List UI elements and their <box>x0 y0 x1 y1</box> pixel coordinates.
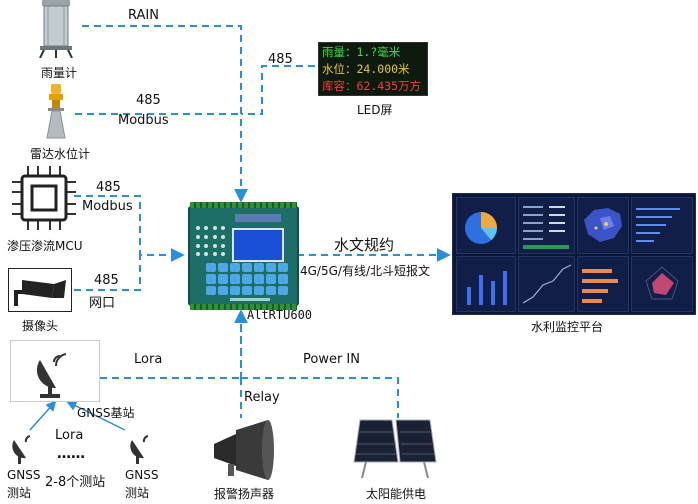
rtu-label: AltRTU600 <box>247 308 313 322</box>
radar-modbus-label: Modbus <box>118 113 169 128</box>
gnss-link-right <box>66 400 126 431</box>
rain-gauge-icon <box>39 0 73 58</box>
relay-label: Relay <box>244 390 280 405</box>
power-line <box>241 377 399 418</box>
solar-panel-icon <box>353 419 437 479</box>
channels-label: 4G/5G/有线/北斗短报文 <box>300 264 430 278</box>
gnss-station-left-line1: GNSS <box>7 468 41 482</box>
mcu-485-label: 485 <box>96 180 121 195</box>
line-chart-icon <box>522 264 572 304</box>
solar-power-label: 太阳能供电 <box>366 487 427 501</box>
led-level-value: 水位：24.000米 <box>322 62 410 76</box>
led-screen-label: LED屏 <box>357 103 393 117</box>
gnss-station-right-line2: 测站 <box>125 486 150 500</box>
rain-link-label: RAIN <box>128 8 159 23</box>
alarm-speaker-label: 报警扬声器 <box>214 487 275 501</box>
camera-net-label: 网口 <box>89 296 116 311</box>
platform-label: 水利监控平台 <box>531 320 604 334</box>
protocol-label: 水文规约 <box>334 236 395 254</box>
camera-icon <box>8 268 72 312</box>
lora-top-label: Lora <box>134 352 163 367</box>
mcu-modbus-label: Modbus <box>82 199 133 214</box>
gnss-link-left <box>29 400 57 431</box>
led-screen: 雨量：1.?毫米 水位：24.000米 库容：62.435万方 <box>318 42 428 96</box>
led-485-label: 485 <box>268 52 293 67</box>
camera-485-label: 485 <box>94 273 119 288</box>
gnss-base-label: GNSS基站 <box>77 406 135 420</box>
gnss-station-left-icon <box>12 435 31 464</box>
pie-chart-icon <box>465 212 497 244</box>
radar-level-icon <box>46 84 66 139</box>
alarm-speaker-icon <box>214 420 274 480</box>
gnss-count-label: 2-8个测站 <box>45 475 106 490</box>
map-icon <box>584 208 622 242</box>
power-in-label: Power IN <box>303 352 360 367</box>
led-rain-value: 雨量：1.?毫米 <box>322 45 401 59</box>
rain-gauge-label: 雨量计 <box>41 66 78 80</box>
rtu-device <box>188 202 299 310</box>
rtu-screen <box>232 228 284 262</box>
radar-chart-icon <box>645 266 679 300</box>
gnss-station-left-line2: 测站 <box>7 486 32 500</box>
platform-dashboard <box>452 193 696 315</box>
gnss-dots: …… <box>57 446 85 462</box>
satellite-dish-icon <box>10 340 100 402</box>
rain-line <box>82 25 248 203</box>
chip-icon <box>12 166 76 230</box>
radar-level-label: 雷达水位计 <box>30 147 91 161</box>
led-line <box>241 65 315 115</box>
gnss-station-right-line1: GNSS <box>125 468 159 482</box>
seepage-mcu-label: 渗压渗流MCU <box>7 239 83 253</box>
lora-bottom-label: Lora <box>55 428 84 443</box>
gnss-station-right-icon <box>130 435 149 464</box>
led-capacity-value: 库容：62.435万方 <box>322 79 422 93</box>
mcu-line <box>74 195 185 262</box>
radar-485-label: 485 <box>136 93 161 108</box>
camera-line <box>74 255 141 291</box>
bar-chart-icon <box>467 271 507 305</box>
camera-label: 摄像头 <box>22 319 59 333</box>
